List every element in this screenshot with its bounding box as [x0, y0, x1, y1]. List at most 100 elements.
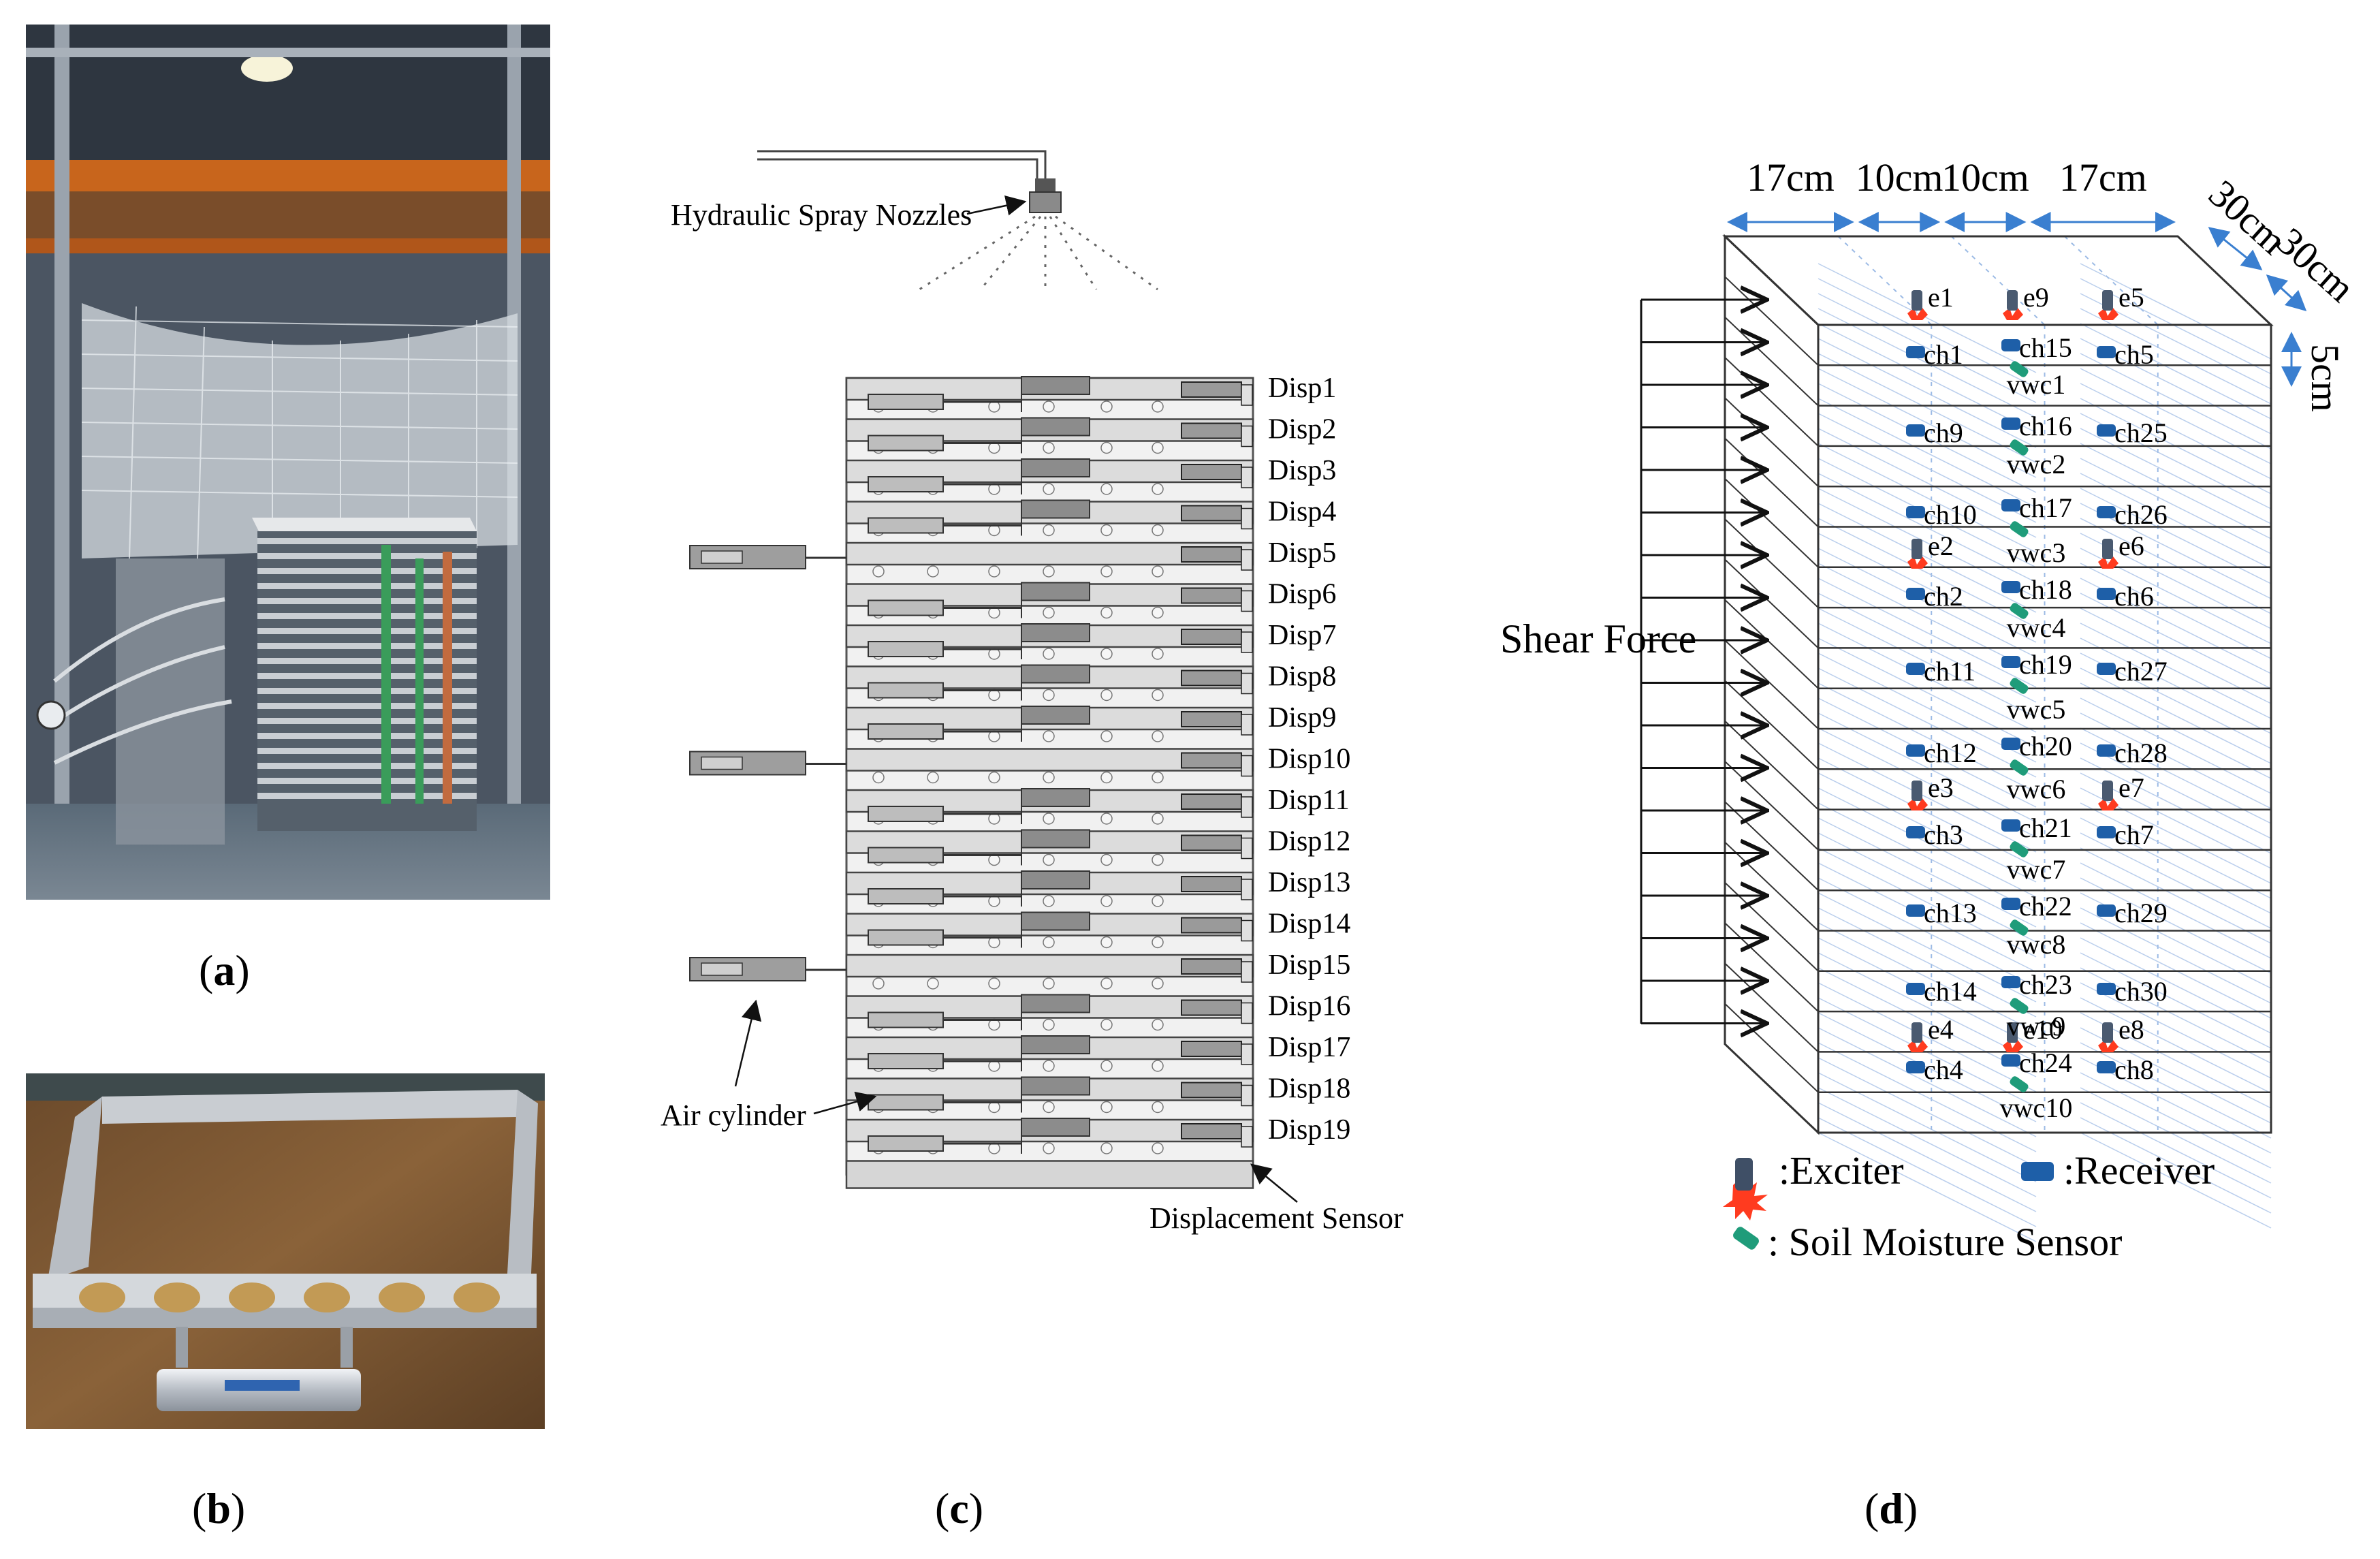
disp-label: Disp4	[1268, 497, 1336, 528]
displacement-sensor	[1181, 876, 1242, 892]
receiver-label: ch17	[2019, 492, 2072, 523]
receiver-label: ch11	[1924, 656, 1976, 687]
disp-label: Disp19	[1268, 1114, 1350, 1146]
moisture-sensor-icon	[2010, 919, 2029, 936]
exciter-label: e2	[1928, 531, 1954, 561]
caption-a: (a)	[199, 946, 250, 994]
layer-row: Disp5	[845, 537, 1336, 578]
nozzle-label: Hydraulic Spray Nozzles	[671, 198, 972, 232]
receiver-label: ch22	[2019, 891, 2072, 922]
exciter-label: e5	[2119, 282, 2144, 313]
exciter-label: e7	[2119, 772, 2144, 803]
exciter-label: e4	[1928, 1014, 1954, 1045]
receiver-label: ch9	[1924, 418, 1963, 448]
vwc-label: vwc8	[2007, 929, 2066, 960]
vwc-label: vwc9	[2007, 1011, 2066, 1041]
exciter-label: e8	[2119, 1014, 2144, 1045]
receiver-icon	[2001, 819, 2020, 832]
moisture-sensor-icon	[2010, 603, 2029, 619]
receiver-icon	[2001, 499, 2020, 511]
vwc-label: vwc7	[2007, 854, 2066, 885]
layer-row: Disp18	[845, 1073, 1350, 1114]
layer-row: Disp16	[845, 991, 1350, 1031]
disp-label: Disp10	[1268, 744, 1350, 775]
receiver-label: ch19	[2019, 649, 2072, 680]
receiver-label: ch1	[1924, 339, 1963, 370]
layer-row: Disp12	[845, 826, 1350, 866]
layer-row: Disp7	[845, 620, 1336, 660]
disp-label: Disp16	[1268, 991, 1350, 1022]
disp-label: Disp13	[1268, 867, 1350, 898]
moisture-sensor-icon	[2010, 678, 2029, 694]
moisture-legend-icon	[1733, 1227, 1759, 1250]
receiver-icon	[1906, 1061, 1925, 1073]
legend-receiver: :Receiver	[2063, 1148, 2215, 1193]
receiver-label: ch7	[2114, 819, 2154, 850]
exciter-icon	[2003, 290, 2023, 320]
receiver-label: ch13	[1924, 898, 1977, 928]
spray-lines	[919, 215, 1158, 291]
receiver-label: ch10	[1924, 499, 1977, 530]
layer-row: Disp19	[845, 1114, 1350, 1154]
layer-row: Disp9	[845, 702, 1336, 742]
receiver-icon	[1906, 983, 1925, 995]
receiver-legend-icon	[2021, 1162, 2054, 1181]
vwc-label: vwc10	[2000, 1092, 2073, 1123]
receiver-label: ch23	[2019, 969, 2072, 1000]
disp-label: Disp17	[1268, 1032, 1350, 1063]
receiver-label: ch20	[2019, 731, 2072, 761]
exciter-icon	[1907, 1022, 1928, 1052]
receiver-label: ch30	[2114, 976, 2168, 1007]
receiver-label: ch21	[2019, 813, 2072, 843]
vwc-label: vwc2	[2007, 449, 2066, 479]
receiver-icon	[1906, 663, 1925, 675]
exciter-icon	[2098, 539, 2119, 569]
moisture-sensor-icon	[2010, 759, 2029, 776]
layer-row: Disp6	[845, 579, 1336, 619]
layer-row: Disp10	[845, 744, 1350, 784]
displacement-sensor	[1181, 587, 1242, 604]
displacement-sensor	[1181, 793, 1242, 810]
receiver-icon	[2097, 346, 2116, 358]
receiver-label: ch5	[2114, 339, 2154, 370]
receiver-icon	[1906, 826, 1925, 838]
receiver-label: ch8	[2114, 1054, 2154, 1085]
receiver-label: ch15	[2019, 332, 2072, 363]
receiver-label: ch14	[1924, 976, 1977, 1007]
receiver-label: ch26	[2114, 499, 2168, 530]
receiver-icon	[2001, 898, 2020, 910]
receiver-icon	[2001, 418, 2020, 430]
layer-row: Disp2	[845, 414, 1336, 454]
receiver-icon	[2097, 663, 2116, 675]
receiver-label: ch6	[2114, 581, 2154, 612]
receiver-icon	[2097, 1061, 2116, 1073]
exciter-icon	[1907, 290, 1928, 320]
caption-c: (c)	[935, 1484, 984, 1532]
disp-label: Disp7	[1268, 620, 1336, 651]
exciter-icon	[2098, 781, 2119, 810]
displacement-sensor	[1181, 1123, 1242, 1139]
exciter-label: e1	[1928, 282, 1954, 313]
layer-stack: Disp1Disp2Disp3Disp4Disp5Disp6Disp7Disp8…	[689, 373, 1350, 1189]
air-cylinder	[689, 751, 846, 776]
exciter-label: e3	[1928, 772, 1954, 803]
receiver-label: ch28	[2114, 738, 2168, 768]
exciter-legend-icon	[1723, 1158, 1768, 1221]
displacement-sensor	[1181, 834, 1242, 851]
layer-row: Disp15	[845, 949, 1350, 990]
layer-row: Disp17	[845, 1032, 1350, 1072]
panel-a-photo	[26, 25, 550, 900]
displacement-sensor	[1181, 381, 1242, 398]
receiver-label: ch4	[1924, 1054, 1963, 1085]
displacement-sensor	[1181, 752, 1242, 769]
disp-label: Disp12	[1268, 826, 1350, 857]
vwc-label: vwc5	[2007, 694, 2066, 725]
receiver-icon	[2097, 506, 2116, 518]
legend-moisture: : Soil Moisture Sensor	[1768, 1220, 2122, 1264]
air-cylinder	[689, 545, 846, 569]
exciter-icon	[1907, 539, 1928, 569]
displacement-sensor	[1181, 422, 1242, 439]
receiver-label: ch12	[1924, 738, 1977, 768]
vwc-label: vwc6	[2007, 774, 2066, 804]
